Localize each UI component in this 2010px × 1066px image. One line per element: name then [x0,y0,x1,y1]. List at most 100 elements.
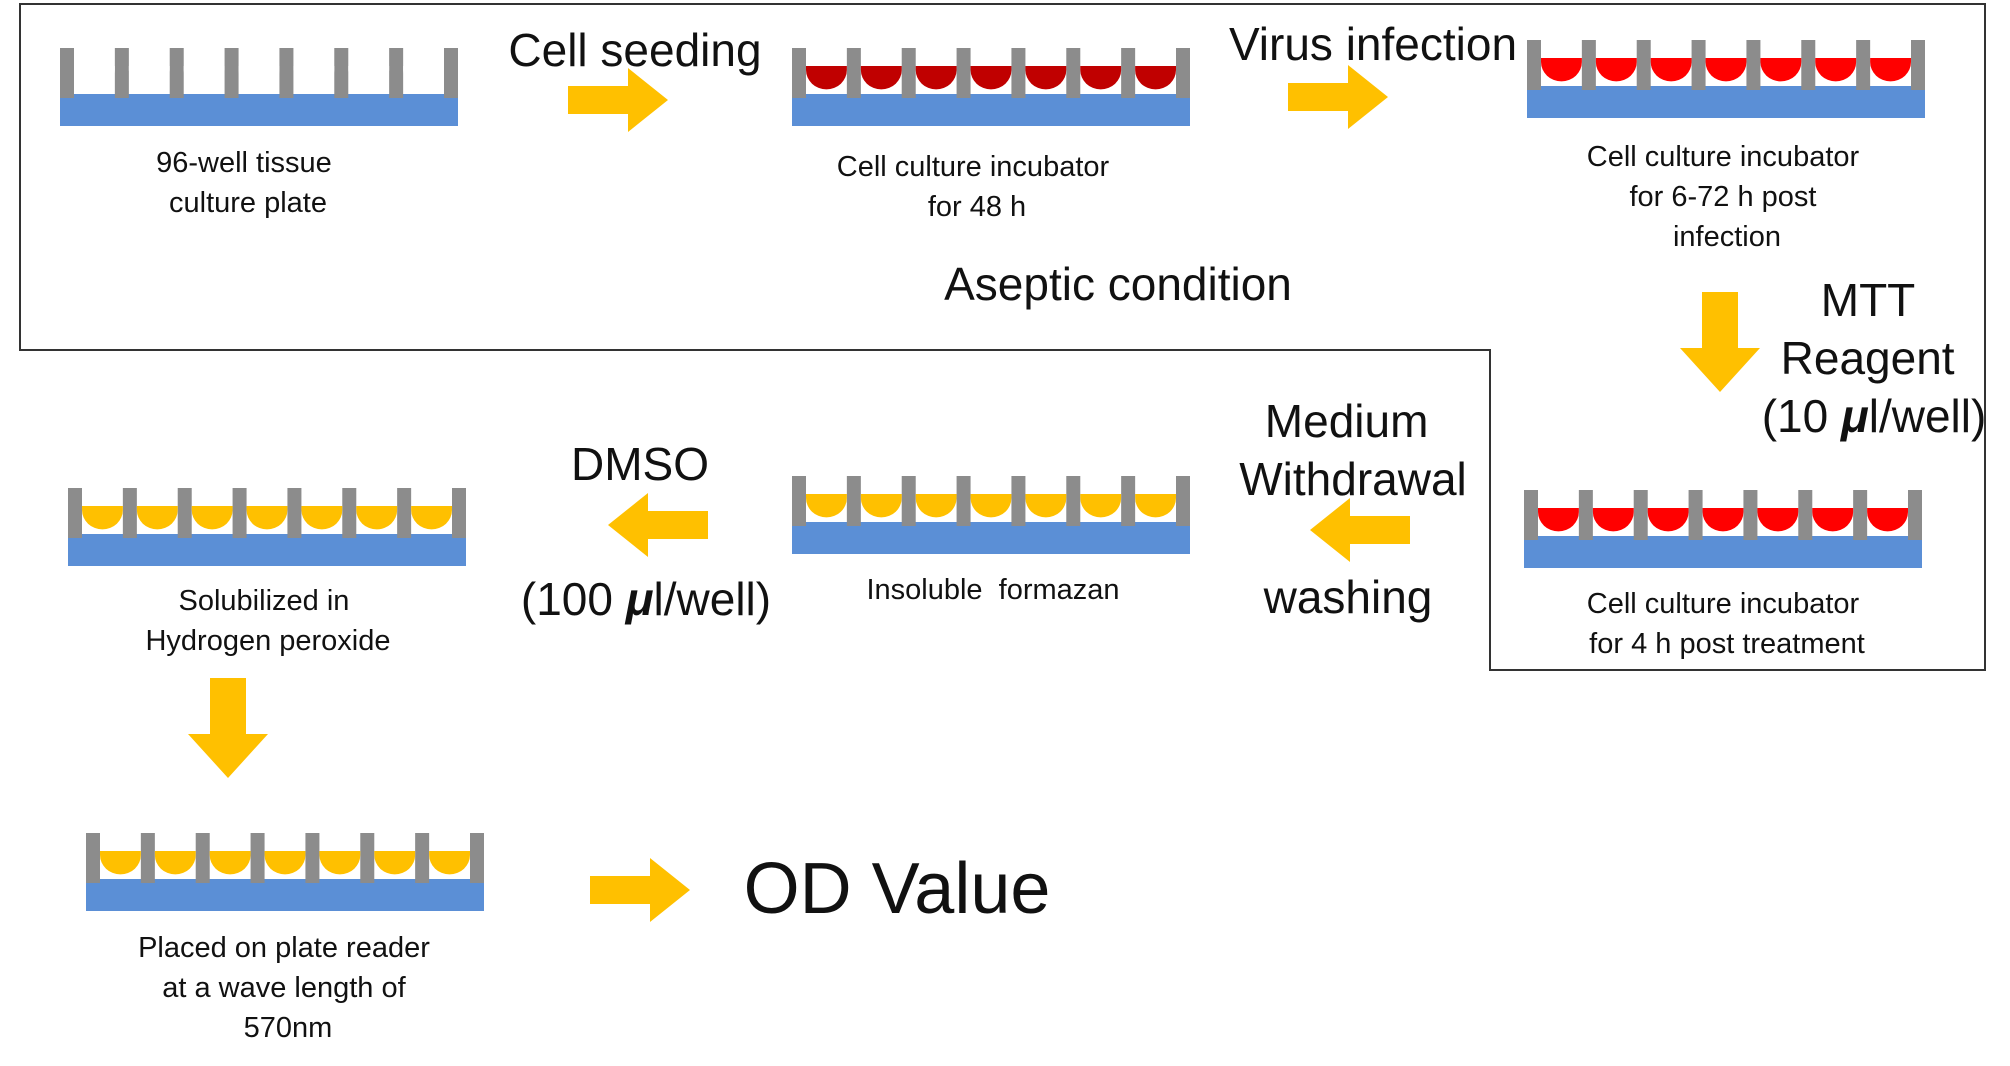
plate-wall [1636,40,1651,90]
plate-wall [360,833,375,883]
arrow-virus-infection [1288,65,1388,129]
plate-wall [305,833,320,883]
plate-wall [1524,490,1538,540]
well-medium [1702,508,1744,532]
well-medium [1080,66,1122,90]
plate-wall [1011,48,1026,98]
well-medium [136,506,178,530]
well-medium [191,506,233,530]
plate-wall [1853,490,1868,540]
plate-wall [1908,490,1922,540]
plate-wall [1176,48,1190,98]
plate-wall [1798,490,1813,540]
plate-wall [1527,40,1541,90]
plate-empty [60,48,458,126]
well-medium [1757,508,1799,532]
plate-wall [169,48,184,98]
plate-wall [60,48,74,98]
plate-wall [1688,490,1703,540]
well-medium [1080,494,1122,518]
arrow-dmso [608,493,708,557]
plate-formazan [792,476,1190,554]
well-medium [915,494,957,518]
plate-wall [846,476,861,526]
well-empty [74,66,115,90]
plate-base [60,94,458,126]
caption-mtt-plate: Cell culture incubator for 4 h post trea… [1587,588,1867,660]
plate-wall [1121,48,1136,98]
well-medium [1647,508,1689,532]
plate-wall [1746,40,1761,90]
plate-wall [901,48,916,98]
plate-wall [287,488,302,538]
well-medium [374,851,416,875]
caption-solubilized-plate: Solubilized in Hydrogen peroxide [145,585,390,657]
well-medium [1812,508,1854,532]
well-medium [411,506,452,530]
plate-wall [397,488,412,538]
well-medium [1541,58,1582,82]
caption-empty-plate: 96-well tissue culture plate [156,147,340,219]
caption-infected-plate: Cell culture incubator for 6-72 h post i… [1587,141,1867,253]
step-washing-label: washing [1263,571,1433,623]
plate-wall [250,833,265,883]
plate-wall [1066,476,1081,526]
step-dmso-volume-label: (100 μl/well) [521,573,771,625]
well-medium [860,66,902,90]
well-medium [154,851,196,875]
plate-wall [140,833,155,883]
well-medium [970,66,1012,90]
plate-wall [1911,40,1925,90]
well-medium [264,851,306,875]
plate-wall [1633,490,1648,540]
plate-wall [1176,476,1190,526]
plate-wall [956,48,971,98]
plate-wall [389,48,404,98]
plate-wall [1121,476,1136,526]
plate-reader [86,833,484,911]
plate-wall [224,48,239,98]
od-value-label: OD Value [744,849,1051,929]
plate-wall [1801,40,1816,90]
well-medium [860,494,902,518]
caption-seeded-plate: Cell culture incubator for 48 h [837,151,1117,223]
plate-wall [1578,490,1593,540]
plate-base [792,522,1190,554]
plate-wall [1011,476,1026,526]
well-medium [970,494,1012,518]
plate-infected [1527,40,1925,118]
caption-formazan-plate: Insoluble formazan [866,574,1119,606]
plate-wall [342,488,357,538]
well-medium [806,66,847,90]
arrow-mtt-reagent [1680,292,1760,392]
aseptic-condition-label: Aseptic condition [944,258,1292,310]
arrow-medium-withdrawal [1310,498,1410,562]
arrow-to-od-value [590,858,690,922]
arrow-to-plate-reader [188,678,268,778]
well-medium [1705,58,1747,82]
well-medium [806,494,847,518]
plate-base [792,94,1190,126]
plate-wall [1856,40,1871,90]
plate-wall [1691,40,1706,90]
step-mtt-reagent-label: MTT Reagent (10 μl/well) [1762,274,1987,442]
well-medium [319,851,361,875]
well-empty [183,66,225,90]
plate-wall [195,833,210,883]
well-empty [293,66,335,90]
well-medium [1135,66,1176,90]
plate-solubilized [68,488,466,566]
well-medium [82,506,123,530]
well-medium [209,851,251,875]
arrow-cell-seeding [568,68,668,132]
plate-wall [114,48,129,98]
well-medium [246,506,288,530]
plate-wall [232,488,247,538]
plate-wall [901,476,916,526]
well-medium [356,506,398,530]
plate-wall [792,476,806,526]
plate-wall [956,476,971,526]
plate-base [1527,86,1925,118]
caption-plate-reader: Placed on plate reader at a wave length … [138,932,438,1044]
plate-base [86,879,484,911]
